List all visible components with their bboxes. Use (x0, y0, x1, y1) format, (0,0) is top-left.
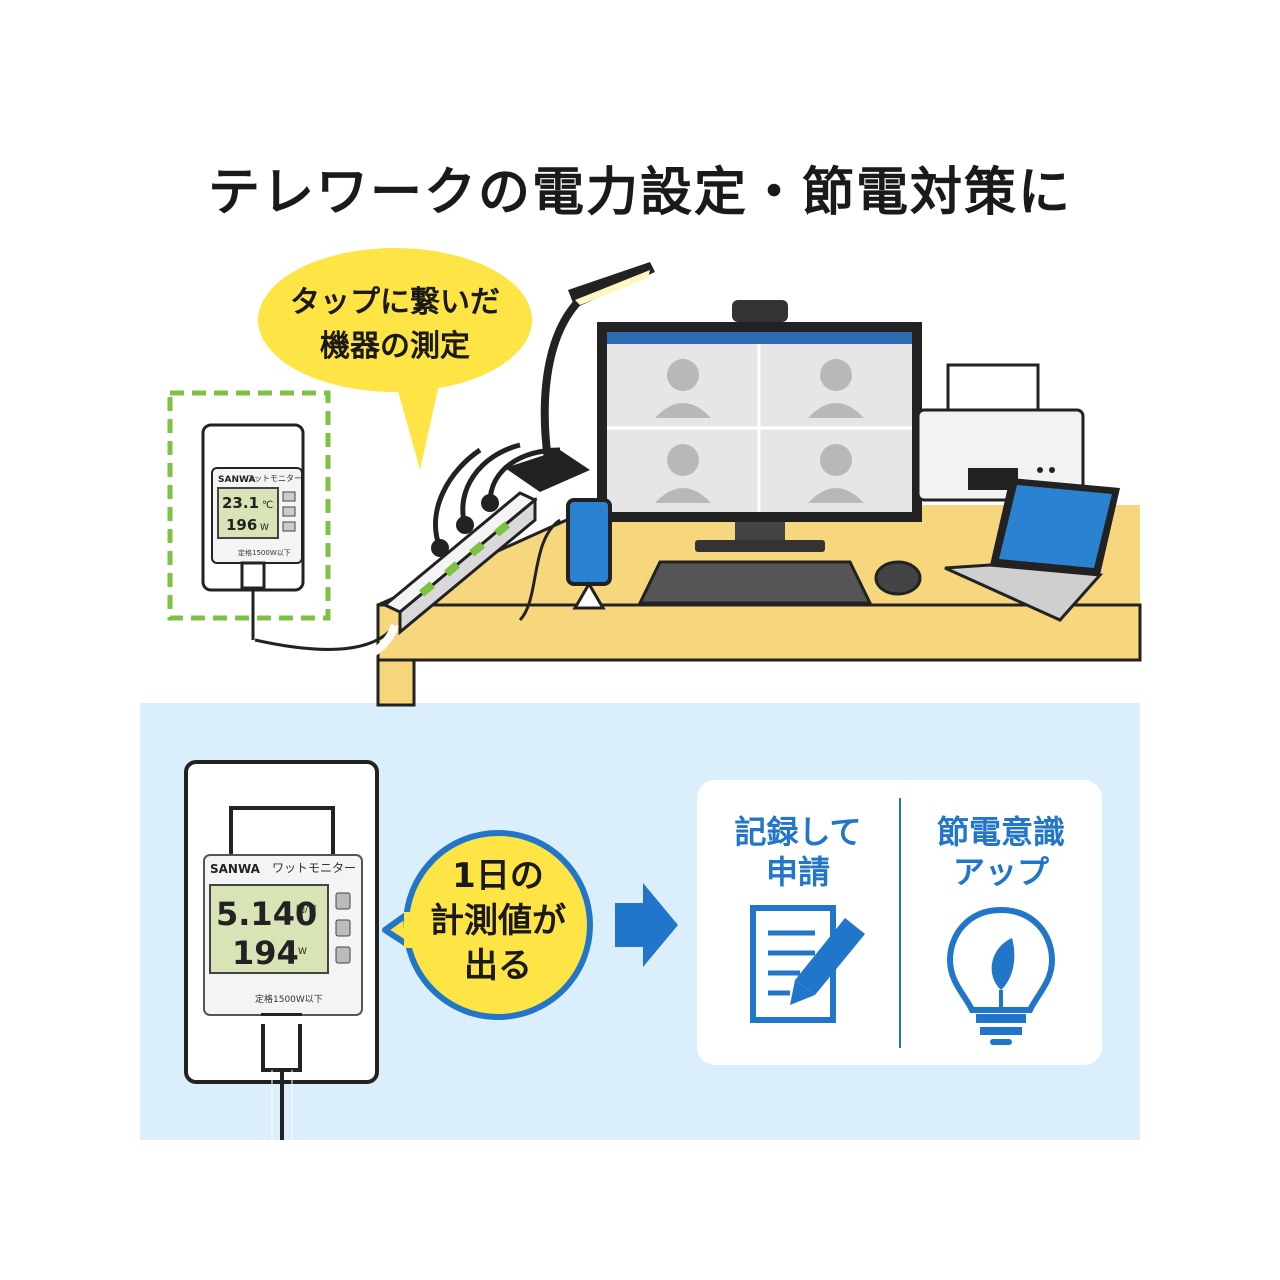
svg-text:W: W (298, 947, 307, 957)
arrow-right-icon (615, 883, 678, 967)
large-readout1: 5.140 (216, 895, 317, 933)
svg-text:W: W (260, 523, 269, 533)
callout-bottom: 1日の 計測値が 出る (382, 830, 593, 1020)
smartphone-icon (518, 498, 612, 622)
callout-top: タップに繋いだ 機器の測定 (258, 248, 532, 470)
svg-text:定格1500W以下: 定格1500W以下 (238, 548, 291, 557)
benefit-2-line2: アップ (953, 853, 1050, 891)
small-brand: SANWA (218, 475, 256, 485)
power-strip-icon (254, 442, 561, 668)
printer-icon (916, 363, 1085, 502)
small-name: ワットモニター (246, 474, 302, 483)
large-name: ワットモニター (272, 861, 356, 875)
svg-text:円/日: 円/日 (296, 904, 317, 915)
highlight-dashed-box (167, 390, 331, 621)
callout-bottom-line3: 出る (464, 946, 532, 986)
benefit-1-line2: 申請 (766, 853, 830, 891)
benefit-2-line1: 節電意識 (937, 813, 1065, 851)
keyboard-icon (637, 560, 873, 605)
desk-lamp-icon (505, 262, 655, 492)
small-readout1: 23.1 (222, 494, 259, 512)
page-title: テレワークの電力設定・節電対策に (207, 163, 1072, 223)
svg-text:定格1500W以下: 定格1500W以下 (255, 993, 323, 1005)
laptop-icon (944, 478, 1120, 622)
small-readout2: 196 (226, 516, 257, 534)
benefits-card: 記録して 申請 節電意識 アップ (697, 780, 1102, 1065)
large-readout2: 194 (232, 934, 299, 972)
svg-text:℃: ℃ (262, 500, 273, 511)
callout-top-line2: 機器の測定 (320, 329, 470, 364)
callout-bottom-line1: 1日の (452, 856, 544, 896)
benefit-1-line1: 記録して (734, 813, 861, 851)
monitor-icon (597, 300, 922, 552)
wall-outlet-small: SANWA ワットモニター 23.1 ℃ 196 W 定格1500W以下 (201, 423, 305, 640)
wall-outlet-large: SANWA ワットモニター 5.140 円/日 194 W 定格1500W以下 (184, 760, 379, 1140)
mouse-icon (874, 560, 922, 596)
document-pen-icon (750, 905, 865, 1023)
lightbulb-leaf-icon (946, 906, 1056, 1045)
callout-top-line1: タップに繋いだ (290, 285, 500, 320)
large-brand: SANWA (210, 862, 261, 876)
callout-bottom-line2: 計測値が (430, 901, 566, 941)
